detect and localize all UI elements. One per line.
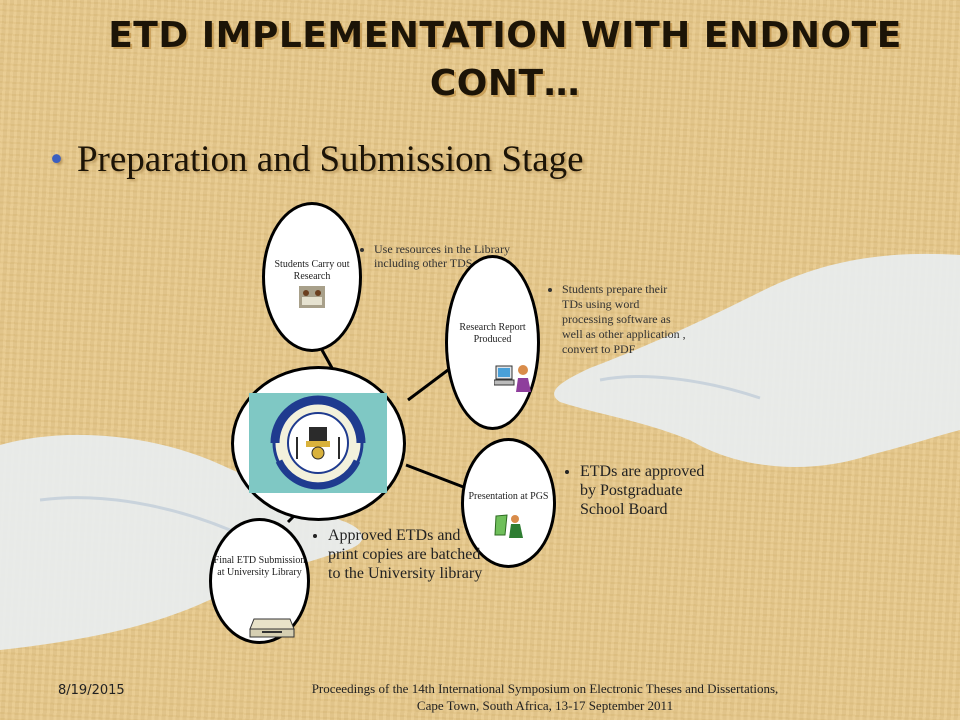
stage-note-text: ETDs are approved by Postgraduate School… — [580, 462, 706, 519]
slide-title: ETD IMPLEMENTATION WITH ENDNOTE CONT… — [108, 15, 902, 104]
stage-note-text: Use resources in the Library including o… — [374, 242, 510, 270]
person-at-computer-icon — [494, 365, 531, 392]
stage-node-presentation: Presentation at PGS — [461, 438, 556, 568]
stage-note-presentation: ETDs are approved by Postgraduate School… — [566, 462, 706, 519]
footer-proceedings: Proceedings of the 14th International Sy… — [311, 681, 779, 713]
stage-node-report: Research Report Produced — [445, 255, 540, 430]
presenter-icon — [492, 513, 525, 539]
stage-node-final-submission: Final ETD Submission at University Libra… — [209, 518, 310, 644]
stage-label: Presentation at PGS — [468, 491, 549, 502]
stage-node-research: Students Carry out Research — [262, 202, 362, 352]
stage-label: Research Report Produced — [459, 322, 526, 345]
stage-note-final-submission: Approved ETDs and print copies are batch… — [314, 526, 484, 583]
center-university-node — [231, 366, 406, 521]
university-logo — [249, 393, 387, 493]
disk-drive-icon — [249, 618, 295, 638]
students-at-table-icon — [299, 286, 325, 308]
stage-label: Students Carry out Research — [274, 259, 350, 282]
stage-label: Final ETD Submission at University Libra… — [213, 555, 306, 578]
footer-date: 8/19/2015 — [58, 683, 125, 698]
stage-note-report: Students prepare their TDs using word pr… — [548, 282, 688, 357]
main-bullet-text: Preparation and Submission Stage — [76, 139, 584, 180]
main-bullet: • Preparation and Submission Stage — [50, 138, 584, 181]
bullet-dot-icon: • — [50, 139, 63, 180]
stage-note-text: Approved ETDs and print copies are batch… — [328, 526, 484, 583]
stage-note-research: Use resources in the Library including o… — [360, 242, 510, 270]
stage-note-text: Students prepare their TDs using word pr… — [562, 282, 688, 357]
